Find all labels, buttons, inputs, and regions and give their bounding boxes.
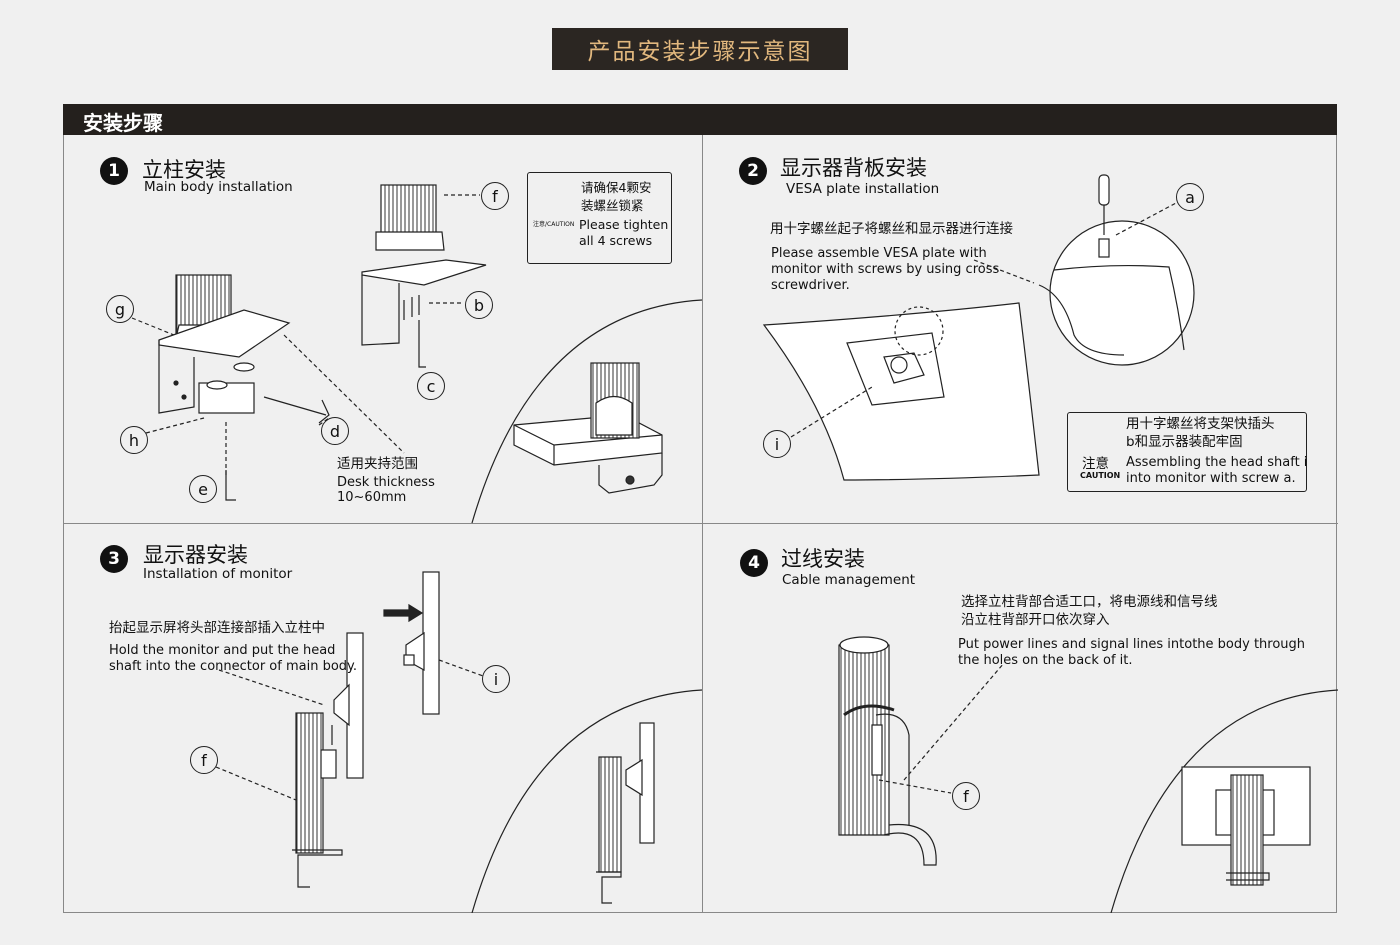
leaders-4 [878, 662, 1005, 794]
step-3-title: 显示器安装 [143, 543, 248, 567]
step-1-caution-box: 请确保4颗安 装螺丝锁紧 注意/CAUTION Please tighten a… [527, 172, 672, 264]
leaders-2 [790, 202, 1177, 438]
leaders-1 [131, 194, 480, 475]
callout-h-step1: h [120, 426, 148, 454]
callout-a-step2: a [1176, 183, 1204, 211]
cable-column-illustration [838, 636, 937, 866]
step-1-caution-cn-line1: 请确保4颗安 [581, 180, 652, 195]
step-2-instruction-cn: 用十字螺丝起子将螺丝和显示器进行连接 [770, 221, 1013, 237]
monitor-mount-illustration [292, 571, 440, 888]
step-2-caution-box: 用十字螺丝将支架快插头 b和显示器装配牢固 注意 CAUTION Assembl… [1067, 412, 1307, 492]
callout-g-step1: g [106, 295, 134, 323]
step-4-number: 4 [740, 549, 768, 577]
step-1-number: 1 [100, 157, 128, 185]
step-1-clamp-cn: 适用夹持范围 [337, 456, 418, 472]
step-3-instruction-cn: 抬起显示屏将头部连接部插入立柱中 [109, 620, 325, 636]
callout-i-step3: i [482, 665, 510, 693]
step-1-clamp-en-line2: 10~60mm [337, 490, 407, 505]
step-1-subtitle: Main body installation [144, 179, 293, 195]
banner-title: 产品安装步骤示意图 [552, 28, 848, 70]
monitor-back-illustration [762, 302, 1040, 481]
step-4-instruction-en-line2: the holes on the back of it. [958, 653, 1133, 668]
section-header-title: 安装步骤 [83, 111, 163, 135]
callout-d-step1: d [321, 417, 349, 445]
step-2-caution-label-en: CAUTION [1080, 471, 1121, 480]
step-2-caution-cn-line2: b和显示器装配牢固 [1126, 434, 1243, 450]
illustration-layer: ! ! [131, 174, 1338, 913]
step-1-caution-en-line1: Please tighten [579, 217, 669, 232]
leaders-3 [215, 659, 495, 801]
step-3-number: 3 [100, 545, 128, 573]
step-4-title: 过线安装 [781, 547, 865, 571]
step-3-subtitle: Installation of monitor [143, 566, 293, 582]
step-4-subtitle: Cable management [782, 572, 916, 588]
step-2-instruction-en-line2: monitor with screws by using cross [771, 262, 1000, 277]
callout-f-step3: f [190, 746, 218, 774]
desk-corner-illustration-3 [471, 689, 703, 913]
section-header: 安装步骤 [63, 104, 1337, 135]
callout-b-step1: b [465, 291, 493, 319]
top-plate-illustration [361, 184, 487, 368]
step-2-title: 显示器背板安装 [780, 156, 927, 180]
callout-f-step1: f [481, 182, 509, 210]
step-4-instruction-cn-line2: 沿立柱背部开口依次穿入 [961, 612, 1110, 628]
panel-divider-horizontal [64, 523, 1338, 524]
clamp-base-illustration [158, 274, 330, 501]
step-2-caution-en-line2: into monitor with screw a. [1126, 471, 1296, 486]
callout-c-step1: c [417, 372, 445, 400]
step-2-subtitle: VESA plate installation [786, 181, 940, 197]
step-1-caution-cn-line2: 装螺丝锁紧 [581, 198, 644, 213]
step-2-caution-label-cn: 注意 [1082, 456, 1109, 472]
step-1-clamp-en-line1: Desk thickness [337, 475, 435, 490]
step-2-instruction-en-line3: screwdriver. [771, 278, 850, 293]
step-3-instruction-en-line1: Hold the monitor and put the head [109, 643, 336, 658]
step-4-instruction-cn-line1: 选择立柱背部合适工口，将电源线和信号线 [961, 594, 1218, 610]
step-1-title: 立柱安装 [142, 158, 226, 182]
step-2-number: 2 [739, 157, 767, 185]
panel-divider-vertical [702, 135, 703, 913]
zoom-circle-illustration [1038, 174, 1195, 366]
step-2-instruction-en-line1: Please assemble VESA plate with [771, 246, 987, 261]
step-1-caution-en-line2: all 4 screws [579, 233, 653, 248]
step-2-caution-cn-line1: 用十字螺丝将支架快插头 [1126, 416, 1275, 432]
desk-corner-illustration-4 [1110, 689, 1338, 913]
step-3-instruction-en-line2: shaft into the connector of main body. [109, 659, 358, 674]
step-1-caution-label: 注意/CAUTION [533, 221, 575, 228]
callout-f-step4: f [952, 782, 980, 810]
step-2-caution-en-line1: Assembling the head shaft i [1126, 455, 1308, 470]
callout-i-step2: i [763, 430, 791, 458]
instruction-grid: ! ! 1 立柱安装 Main body installation 2 显示器背… [63, 135, 1338, 913]
callout-e-step1: e [189, 475, 217, 503]
step-4-instruction-en-line1: Put power lines and signal lines intothe… [958, 637, 1306, 652]
desk-corner-illustration-1 [471, 299, 703, 524]
